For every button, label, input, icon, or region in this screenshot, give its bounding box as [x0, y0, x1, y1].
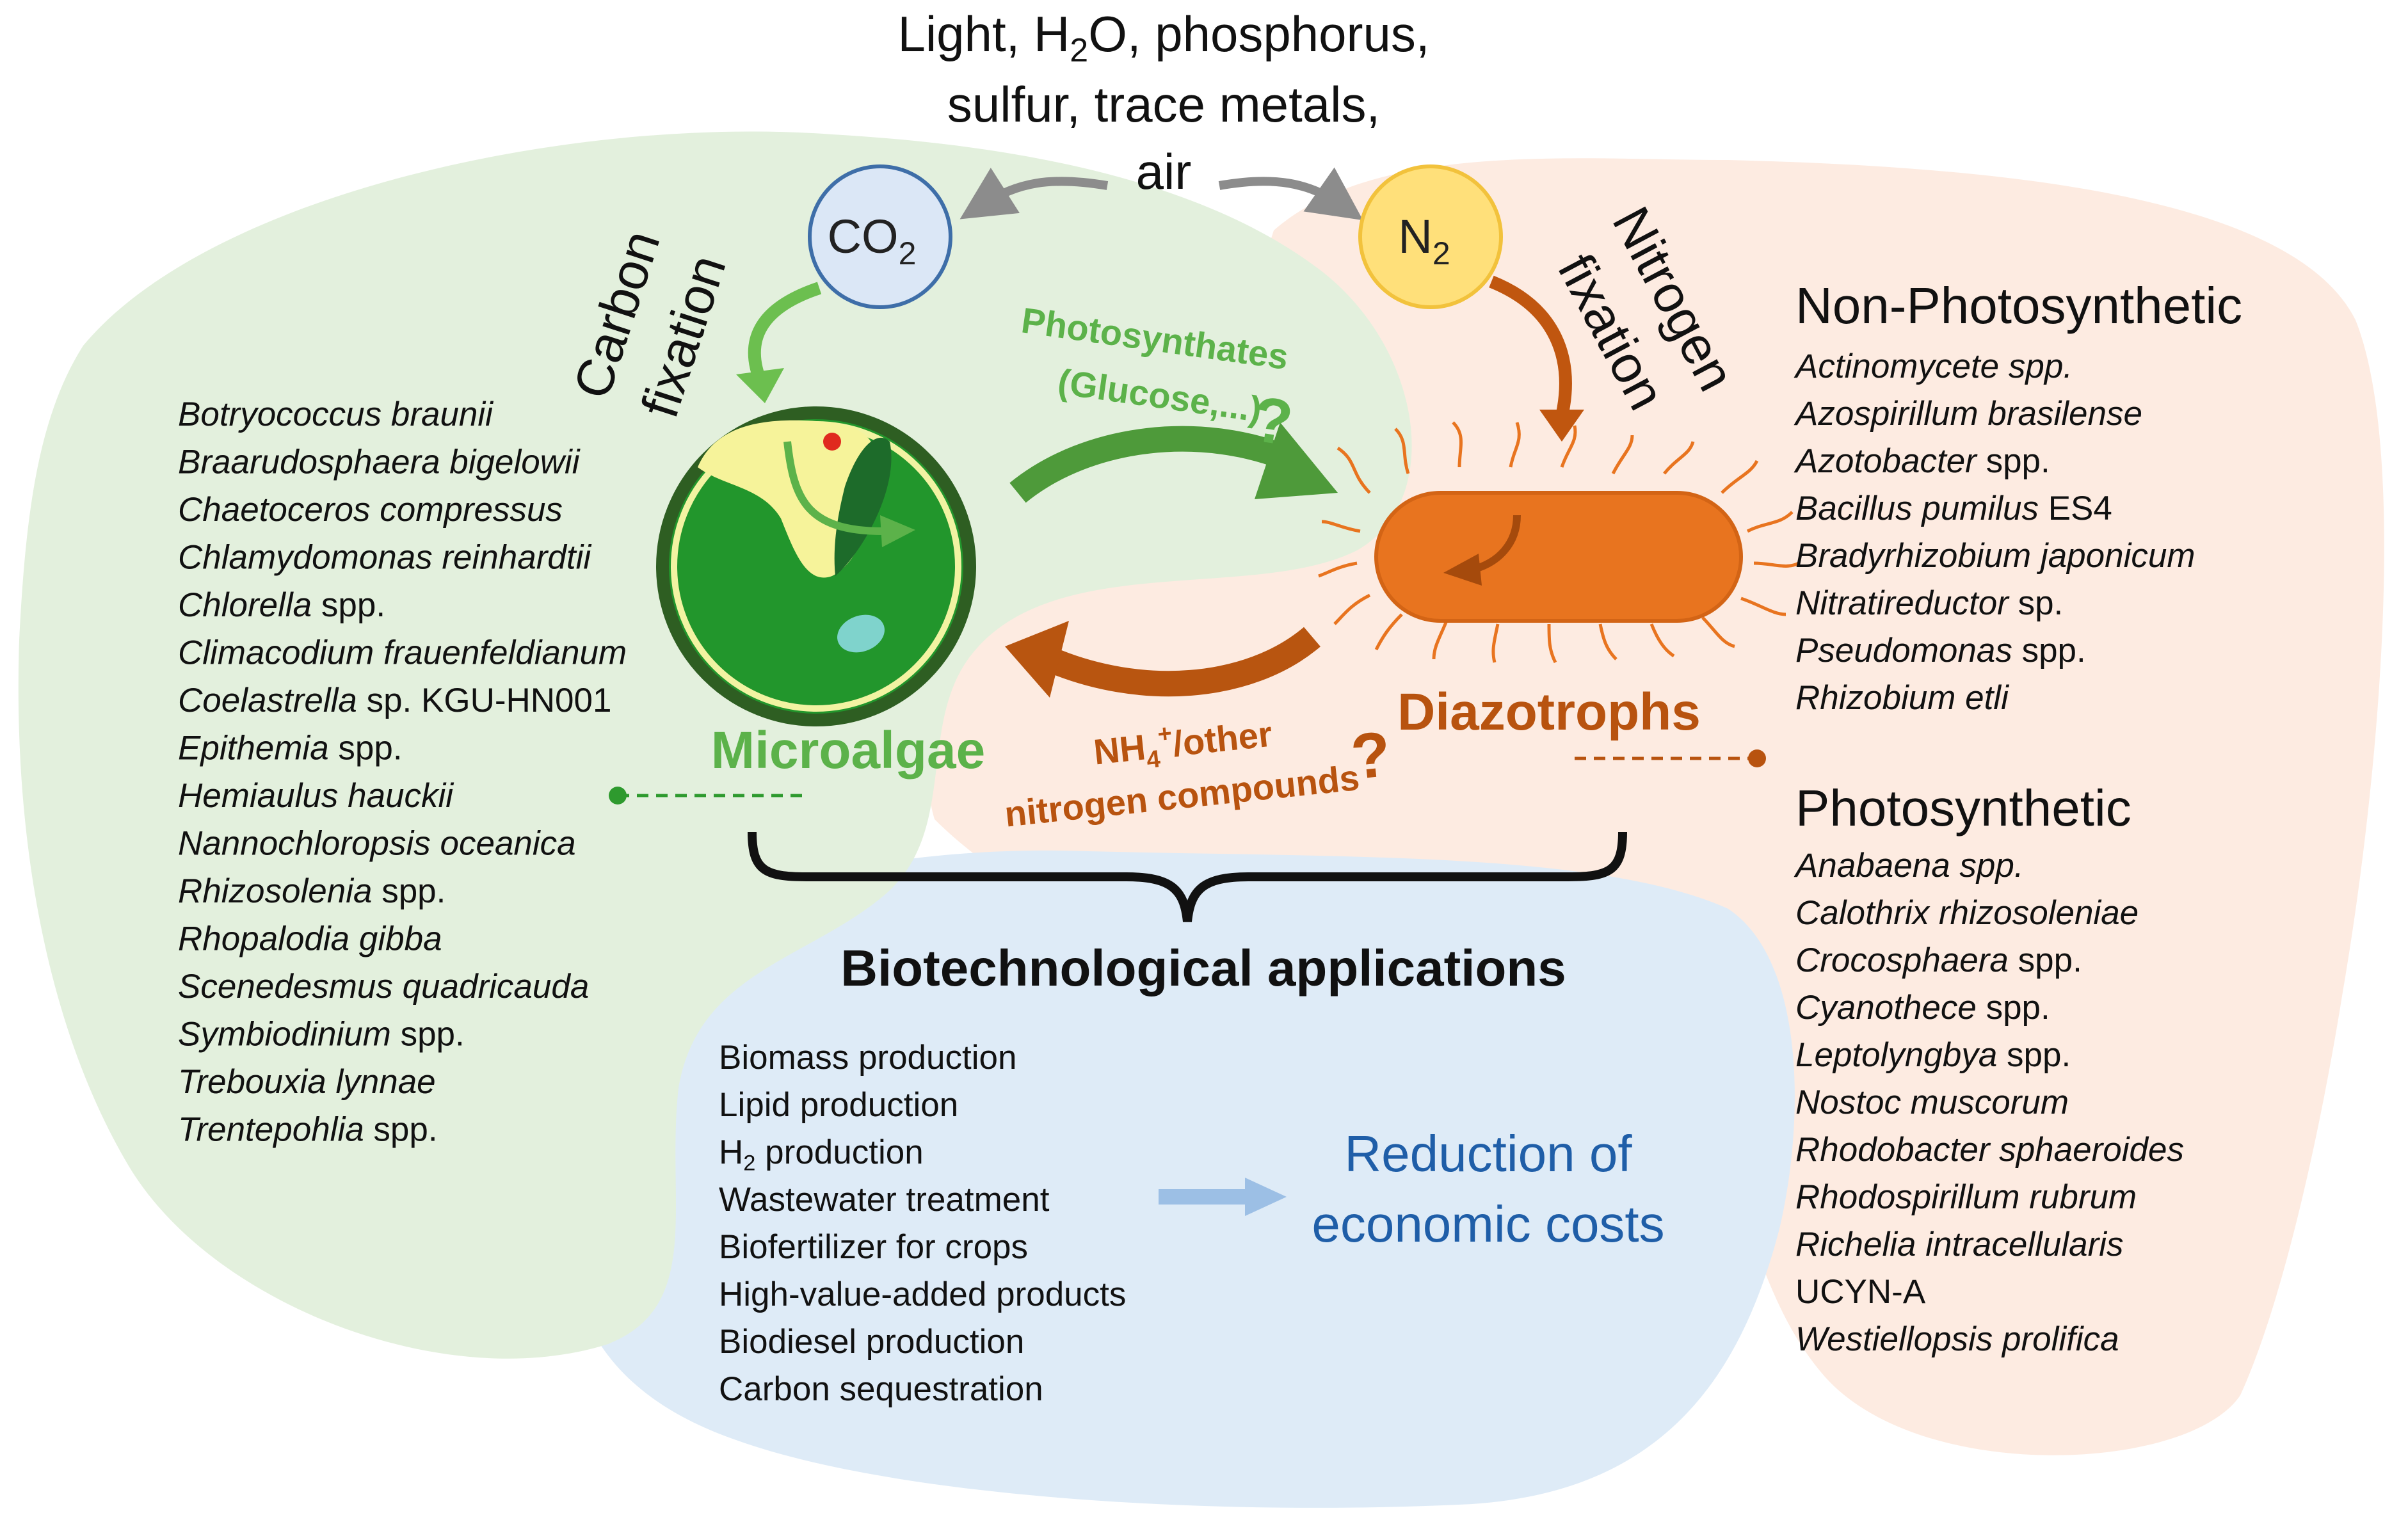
non-photosynthetic-item: Nitratireductor sp. — [1795, 584, 2063, 622]
svg-text:CO2: CO2 — [828, 210, 917, 271]
svg-text:?: ? — [1347, 718, 1393, 794]
photosynthetic-list: Anabaena spp. Calothrix rhizosoleniaeCroc… — [1794, 847, 2184, 1358]
biotech-item: Biodiesel production — [719, 1323, 1024, 1361]
photosynthetic-item: Anabaena spp. — [1794, 847, 2024, 885]
non-photosynthetic-item: Azotobacter spp. — [1794, 442, 2050, 480]
non-photosynthetic-item: Rhizobium etli — [1795, 679, 2009, 717]
diazotrophs-label: Diazotrophs — [1397, 683, 1701, 741]
microalgae-species-item: Climacodium frauenfeldianum — [178, 634, 627, 672]
photosynthetic-item: Nostoc muscorum — [1795, 1084, 2069, 1121]
non-photosynthetic-item: Azospirillum brasilense — [1794, 395, 2142, 433]
blue-region — [561, 850, 1795, 1508]
microalgae-species-item: Hemiaulus hauckii — [178, 777, 454, 815]
n2-node: N2 — [1358, 164, 1503, 309]
inputs-line1: Light, H2O, phosphorus, — [897, 6, 1429, 69]
diazotroph-cell — [1318, 421, 1800, 664]
photosynthetic-item: Cyanothece spp. — [1795, 989, 2050, 1027]
green-region — [18, 131, 1412, 1359]
photosynthetic-item: Leptolyngbya spp. — [1795, 1036, 2071, 1074]
biotech-item: Lipid production — [719, 1086, 958, 1124]
microalgae-species-item: Trebouxia lynnae — [178, 1063, 436, 1101]
biotech-item: H2 production — [719, 1133, 924, 1176]
photosynthetic-item: Calothrix rhizosoleniae — [1795, 894, 2139, 932]
non-photosynthetic-heading: Non-Photosynthetic — [1795, 277, 2242, 334]
microalgae-label: Microalgae — [711, 721, 985, 780]
svg-text:NH4+/other: NH4+/other — [1091, 710, 1275, 780]
non-photosynthetic-item: Bacillus pumilus ES4 — [1795, 490, 2112, 527]
microalgae-species-item: Braarudosphaera bigelowii — [178, 444, 581, 481]
photosynthetic-item: Crocosphaera spp. — [1795, 941, 2082, 979]
carbon-fixation-arrow — [748, 282, 822, 387]
reduction-line2: economic costs — [1312, 1196, 1664, 1253]
microalgae-species-item: Scenedesmus quadricauda — [178, 968, 589, 1005]
microalgae-species-item: Rhopalodia gibba — [178, 920, 442, 958]
microalgae-species-item: Trentepohlia spp. — [178, 1111, 438, 1149]
non-photosynthetic-item: Actinomycete spp. — [1794, 348, 2073, 385]
biotech-item: Biomass production — [719, 1039, 1016, 1077]
biotech-item: Carbon sequestration — [719, 1370, 1043, 1408]
co2-node: CO2 — [808, 164, 952, 309]
biotech-brace — [748, 831, 1627, 922]
microalgae-species-item: Chaetoceros compressus — [178, 491, 563, 529]
non-photosynthetic-list: Actinomycete spp. Azospirillum brasilense… — [1794, 348, 2195, 717]
inputs-line3: air — [1136, 143, 1192, 200]
photosynthetic-item: UCYN-A — [1795, 1273, 1926, 1311]
non-photosynthetic-item: Pseudomonas spp. — [1795, 632, 2086, 669]
photosynthetic-item: Rhodospirillum rubrum — [1795, 1178, 2137, 1216]
biotech-item: High-value-added products — [719, 1276, 1126, 1313]
nitrogen-fixation-arrow — [1489, 275, 1572, 418]
photosynthetic-heading: Photosynthetic — [1795, 780, 2131, 837]
svg-text:N2: N2 — [1398, 210, 1450, 271]
photosynthetic-item: Richelia intracellularis — [1795, 1226, 2124, 1263]
biotech-item: Biofertilizer for crops — [719, 1228, 1028, 1266]
photosynthetic-item: Rhodobacter sphaeroides — [1795, 1131, 2184, 1169]
microalgae-species-item: Symbiodinium spp. — [178, 1016, 465, 1053]
microalgae-species-item: Epithemia spp. — [178, 730, 403, 767]
photosynthetic-item: Westiellopsis prolifica — [1795, 1320, 2119, 1358]
nitrogen-compounds-arrow — [1045, 627, 1320, 697]
microalgae-species-item: Botryococcus braunii — [178, 396, 494, 433]
photosynthates-arrow — [1009, 426, 1298, 503]
microalgae-species-item: Rhizosolenia spp. — [178, 872, 445, 910]
reduction-line1: Reduction of — [1344, 1125, 1632, 1182]
microalgae-cell — [656, 406, 976, 726]
biotech-title: Biotechnological applications — [840, 940, 1566, 997]
non-photosynthetic-item: Bradyrhizobium japonicum — [1795, 537, 2195, 575]
microalgae-species-item: Nannochloropsis oceanica — [178, 825, 576, 863]
arrow-to-co2 — [959, 168, 1109, 220]
inputs-line2: sulfur, trace metals, — [947, 76, 1380, 132]
arrow-to-n2 — [1218, 167, 1363, 221]
biotech-item: Wastewater treatment — [719, 1181, 1050, 1219]
microalgae-species-item: Coelastrella sp. KGU-HN001 — [178, 682, 612, 719]
microalgae-species-item: Chlamydomonas reinhardtii — [178, 539, 591, 577]
microalgae-species-item: Chlorella spp. — [178, 586, 385, 624]
